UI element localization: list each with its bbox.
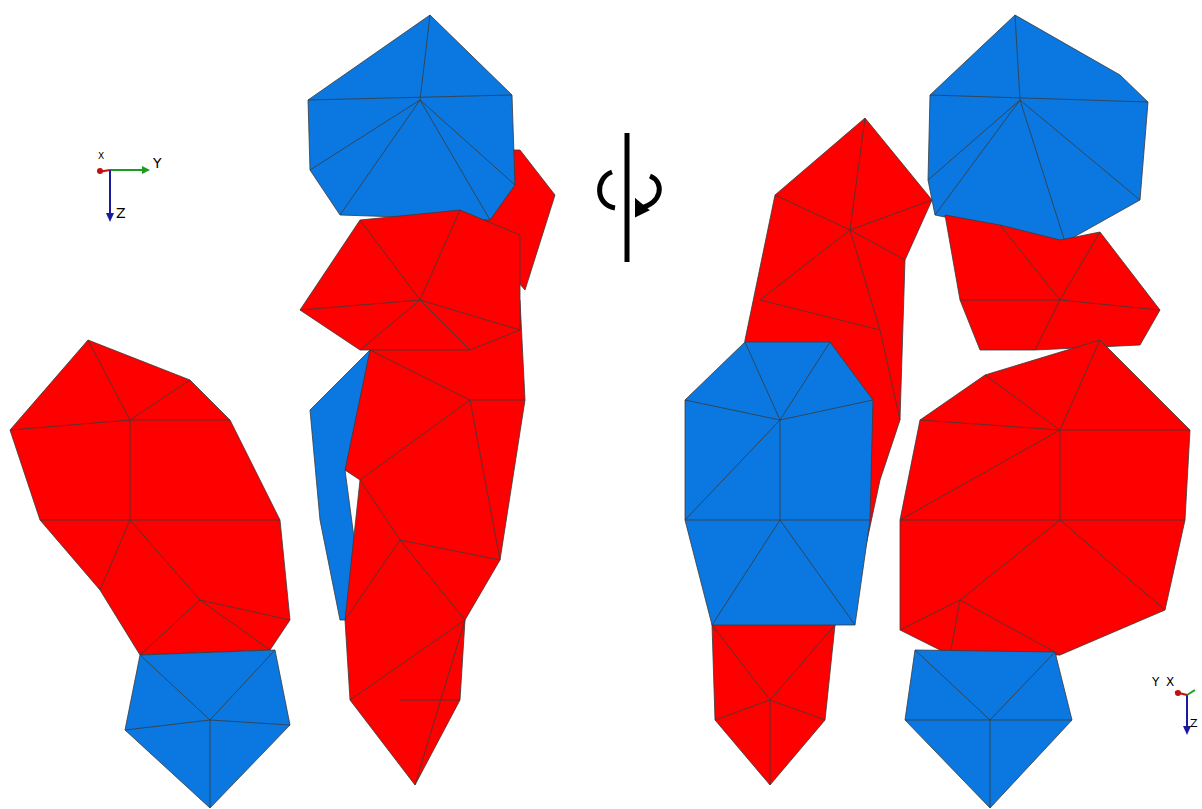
red-lobe bbox=[945, 215, 1160, 350]
rotation-symbol bbox=[600, 133, 660, 262]
mesh-lines bbox=[900, 340, 1190, 655]
mesh-lines bbox=[905, 650, 1072, 808]
mesh-lines bbox=[10, 340, 290, 655]
mesh-lines bbox=[685, 342, 873, 625]
mesh-lines bbox=[300, 210, 520, 350]
mesh-lines bbox=[928, 15, 1148, 242]
blue-lobe bbox=[928, 15, 1148, 242]
red-lobe bbox=[345, 300, 525, 785]
blue-lobe bbox=[905, 650, 1072, 808]
axis-label: Y bbox=[1152, 676, 1159, 688]
mesh-lines bbox=[960, 225, 1160, 350]
blue-lobe bbox=[308, 15, 515, 220]
blue-lobe bbox=[685, 342, 873, 625]
axis-label: Y bbox=[153, 156, 162, 170]
red-lobe bbox=[900, 340, 1190, 655]
mesh-lines bbox=[345, 350, 525, 785]
axis-triad bbox=[97, 166, 150, 222]
red-lobe bbox=[300, 210, 520, 350]
axis-label: X bbox=[98, 152, 104, 161]
red-lobe bbox=[10, 340, 290, 655]
mesh-lines bbox=[125, 650, 290, 808]
mesh-lines bbox=[308, 15, 515, 220]
blue-lobe bbox=[125, 650, 290, 808]
axis-label: Z bbox=[116, 206, 126, 220]
axis-label: X bbox=[1166, 676, 1174, 688]
axis-label: Z bbox=[1190, 718, 1198, 729]
